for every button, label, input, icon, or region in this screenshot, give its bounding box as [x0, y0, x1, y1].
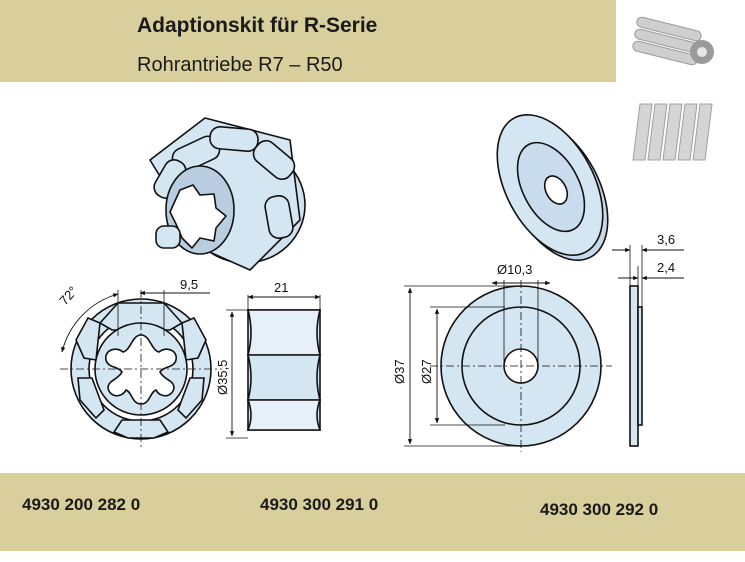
disc-3d-view	[496, 113, 609, 262]
tube-bundle-icon	[632, 103, 713, 161]
article-number-adapter-side: 4930 300 291 0	[260, 495, 379, 514]
disc-front-view	[404, 280, 612, 452]
adapter-diameter-label: Ø35,5	[215, 360, 230, 395]
angle-label: 72°	[56, 283, 80, 308]
page-subtitle: Rohrantriebe R7 – R50	[137, 54, 343, 76]
outer-diameter-label: Ø37	[392, 359, 407, 384]
article-number-disc: 4930 300 292 0	[540, 500, 659, 519]
footer-band	[0, 473, 745, 551]
inner-diameter-label: Ø27	[419, 359, 434, 384]
bore-diameter-label: Ø10,3	[497, 262, 532, 277]
header-band	[0, 0, 616, 82]
article-number-adapter: 4930 200 282 0	[22, 495, 141, 514]
disc-side-view	[612, 245, 684, 447]
tube-profile-icon	[632, 16, 714, 70]
adapter-side-view	[226, 294, 322, 439]
thickness-label: 3,6	[657, 232, 675, 247]
adapter-front-view	[60, 290, 222, 450]
adapter-3d-view	[149, 117, 306, 271]
page-title: Adaptionskit für R-Serie	[137, 14, 378, 37]
length-label: 21	[274, 280, 288, 295]
step-label: 2,4	[657, 260, 675, 275]
width-label: 9,5	[180, 277, 198, 292]
